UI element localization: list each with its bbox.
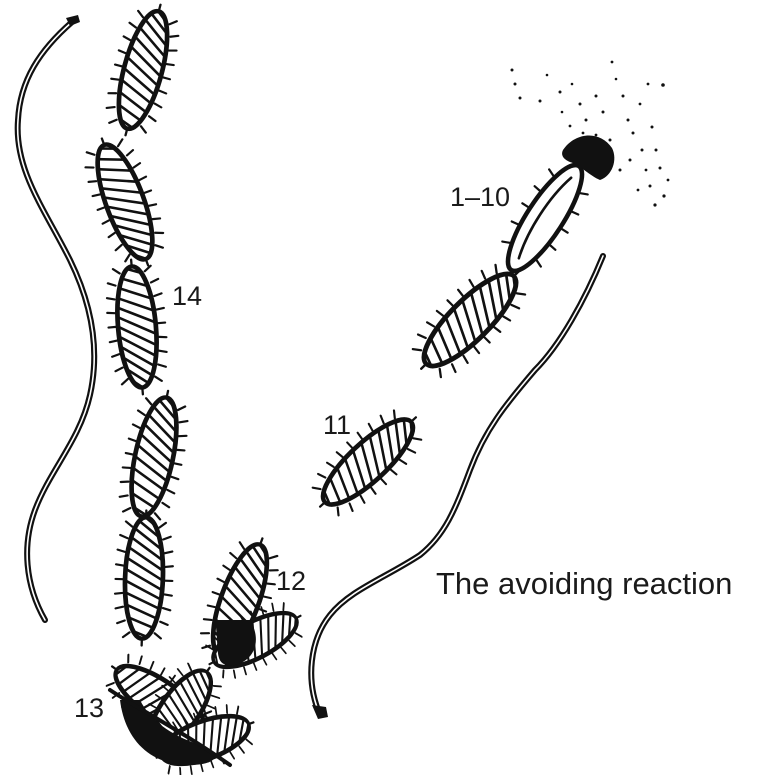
paramecium-cell xyxy=(75,129,175,276)
label-position-11: 11 xyxy=(323,410,351,440)
cell-group-1-10 xyxy=(400,135,614,389)
label-position-14: 14 xyxy=(172,281,202,311)
paramecium-cell xyxy=(113,508,174,646)
paramecium-cell xyxy=(112,384,196,529)
leading-cell xyxy=(489,151,602,284)
cell-group-12 xyxy=(191,528,314,688)
obstacle-particles xyxy=(511,61,670,207)
label-position-13: 13 xyxy=(74,693,104,723)
paramecium-cell xyxy=(98,0,188,143)
label-position-12: 12 xyxy=(276,566,306,596)
left-swim-path xyxy=(18,15,95,620)
label-positions-1-10: 1–10 xyxy=(450,182,510,212)
paramecium-cell xyxy=(301,396,436,528)
figure-caption: The avoiding reaction xyxy=(436,566,732,601)
cell-11 xyxy=(301,396,436,528)
paramecium-cell xyxy=(103,257,171,398)
